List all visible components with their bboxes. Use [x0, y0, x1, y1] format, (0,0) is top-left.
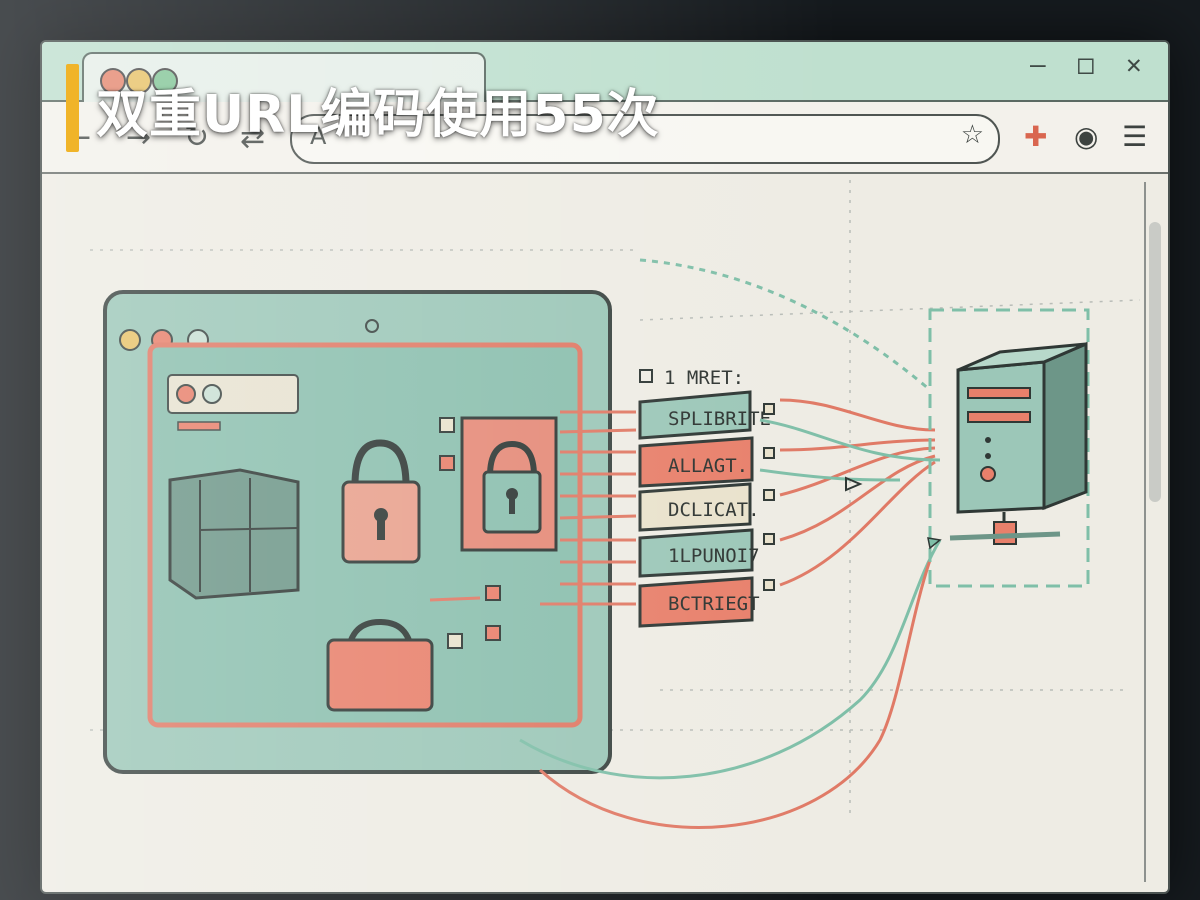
- close-dot[interactable]: [100, 68, 126, 94]
- token-label-1: ALLAGT.: [668, 455, 748, 477]
- server-icon: [928, 308, 1090, 588]
- puzzle-icon[interactable]: ✚: [1024, 120, 1048, 153]
- token-1: ALLAGT.: [638, 436, 754, 488]
- inner-camera-icon: [365, 319, 379, 333]
- token-label-0: SPLIBRITE: [668, 408, 771, 430]
- bookmark-star-icon[interactable]: ☆: [960, 120, 984, 150]
- close-button[interactable]: ✕: [1126, 50, 1142, 80]
- lock-icon-bottom: [326, 638, 434, 712]
- maximize-button[interactable]: □: [1078, 50, 1094, 80]
- address-text: A: [310, 122, 327, 150]
- title-bar: – □ ✕: [42, 42, 1168, 102]
- token-label-4: BCTRIEGT: [668, 593, 760, 615]
- browser-tab[interactable]: [82, 52, 486, 102]
- token-label-2: DCLICAT.: [668, 499, 760, 521]
- caption-title: 双重URL编码使用55次: [96, 85, 660, 145]
- token-list: SPLIBRITE ALLAGT. DCLICAT. 1LPUNOI7 BCTR…: [638, 390, 775, 628]
- caption-accent-bar: [66, 64, 79, 152]
- maximize-dot[interactable]: [152, 68, 178, 94]
- menu-icon[interactable]: ☰: [1122, 120, 1148, 153]
- folder-icon: [168, 468, 300, 600]
- flow-lines: [519, 258, 942, 829]
- token-4: BCTRIEGT: [638, 576, 760, 628]
- scroll-thumb[interactable]: [1149, 222, 1161, 502]
- scrollbar[interactable]: [1144, 182, 1164, 882]
- lock-shackle: [351, 439, 410, 486]
- inner-dot-yellow: [119, 329, 141, 351]
- profile-icon[interactable]: ◉: [1074, 120, 1099, 153]
- token-3: 1LPUNOI7: [638, 528, 760, 578]
- token-2: DCLICAT.: [638, 482, 760, 532]
- token-0: SPLIBRITE: [638, 390, 771, 440]
- token-header: 1 MRET:: [664, 367, 744, 389]
- extension-icon[interactable]: ⇄: [240, 120, 266, 155]
- minimize-button[interactable]: –: [1030, 50, 1046, 80]
- inner-app-window: [103, 290, 612, 774]
- reload-icon[interactable]: ↻: [184, 120, 210, 155]
- address-bar[interactable]: A ☆: [290, 114, 1000, 164]
- forward-icon[interactable]: →: [126, 120, 152, 155]
- token-label-3: 1LPUNOI7: [668, 545, 760, 567]
- request-arrows: [429, 410, 637, 606]
- guide-lines: [90, 180, 1141, 820]
- minimize-dot[interactable]: [126, 68, 152, 94]
- token-header-box: [639, 369, 653, 383]
